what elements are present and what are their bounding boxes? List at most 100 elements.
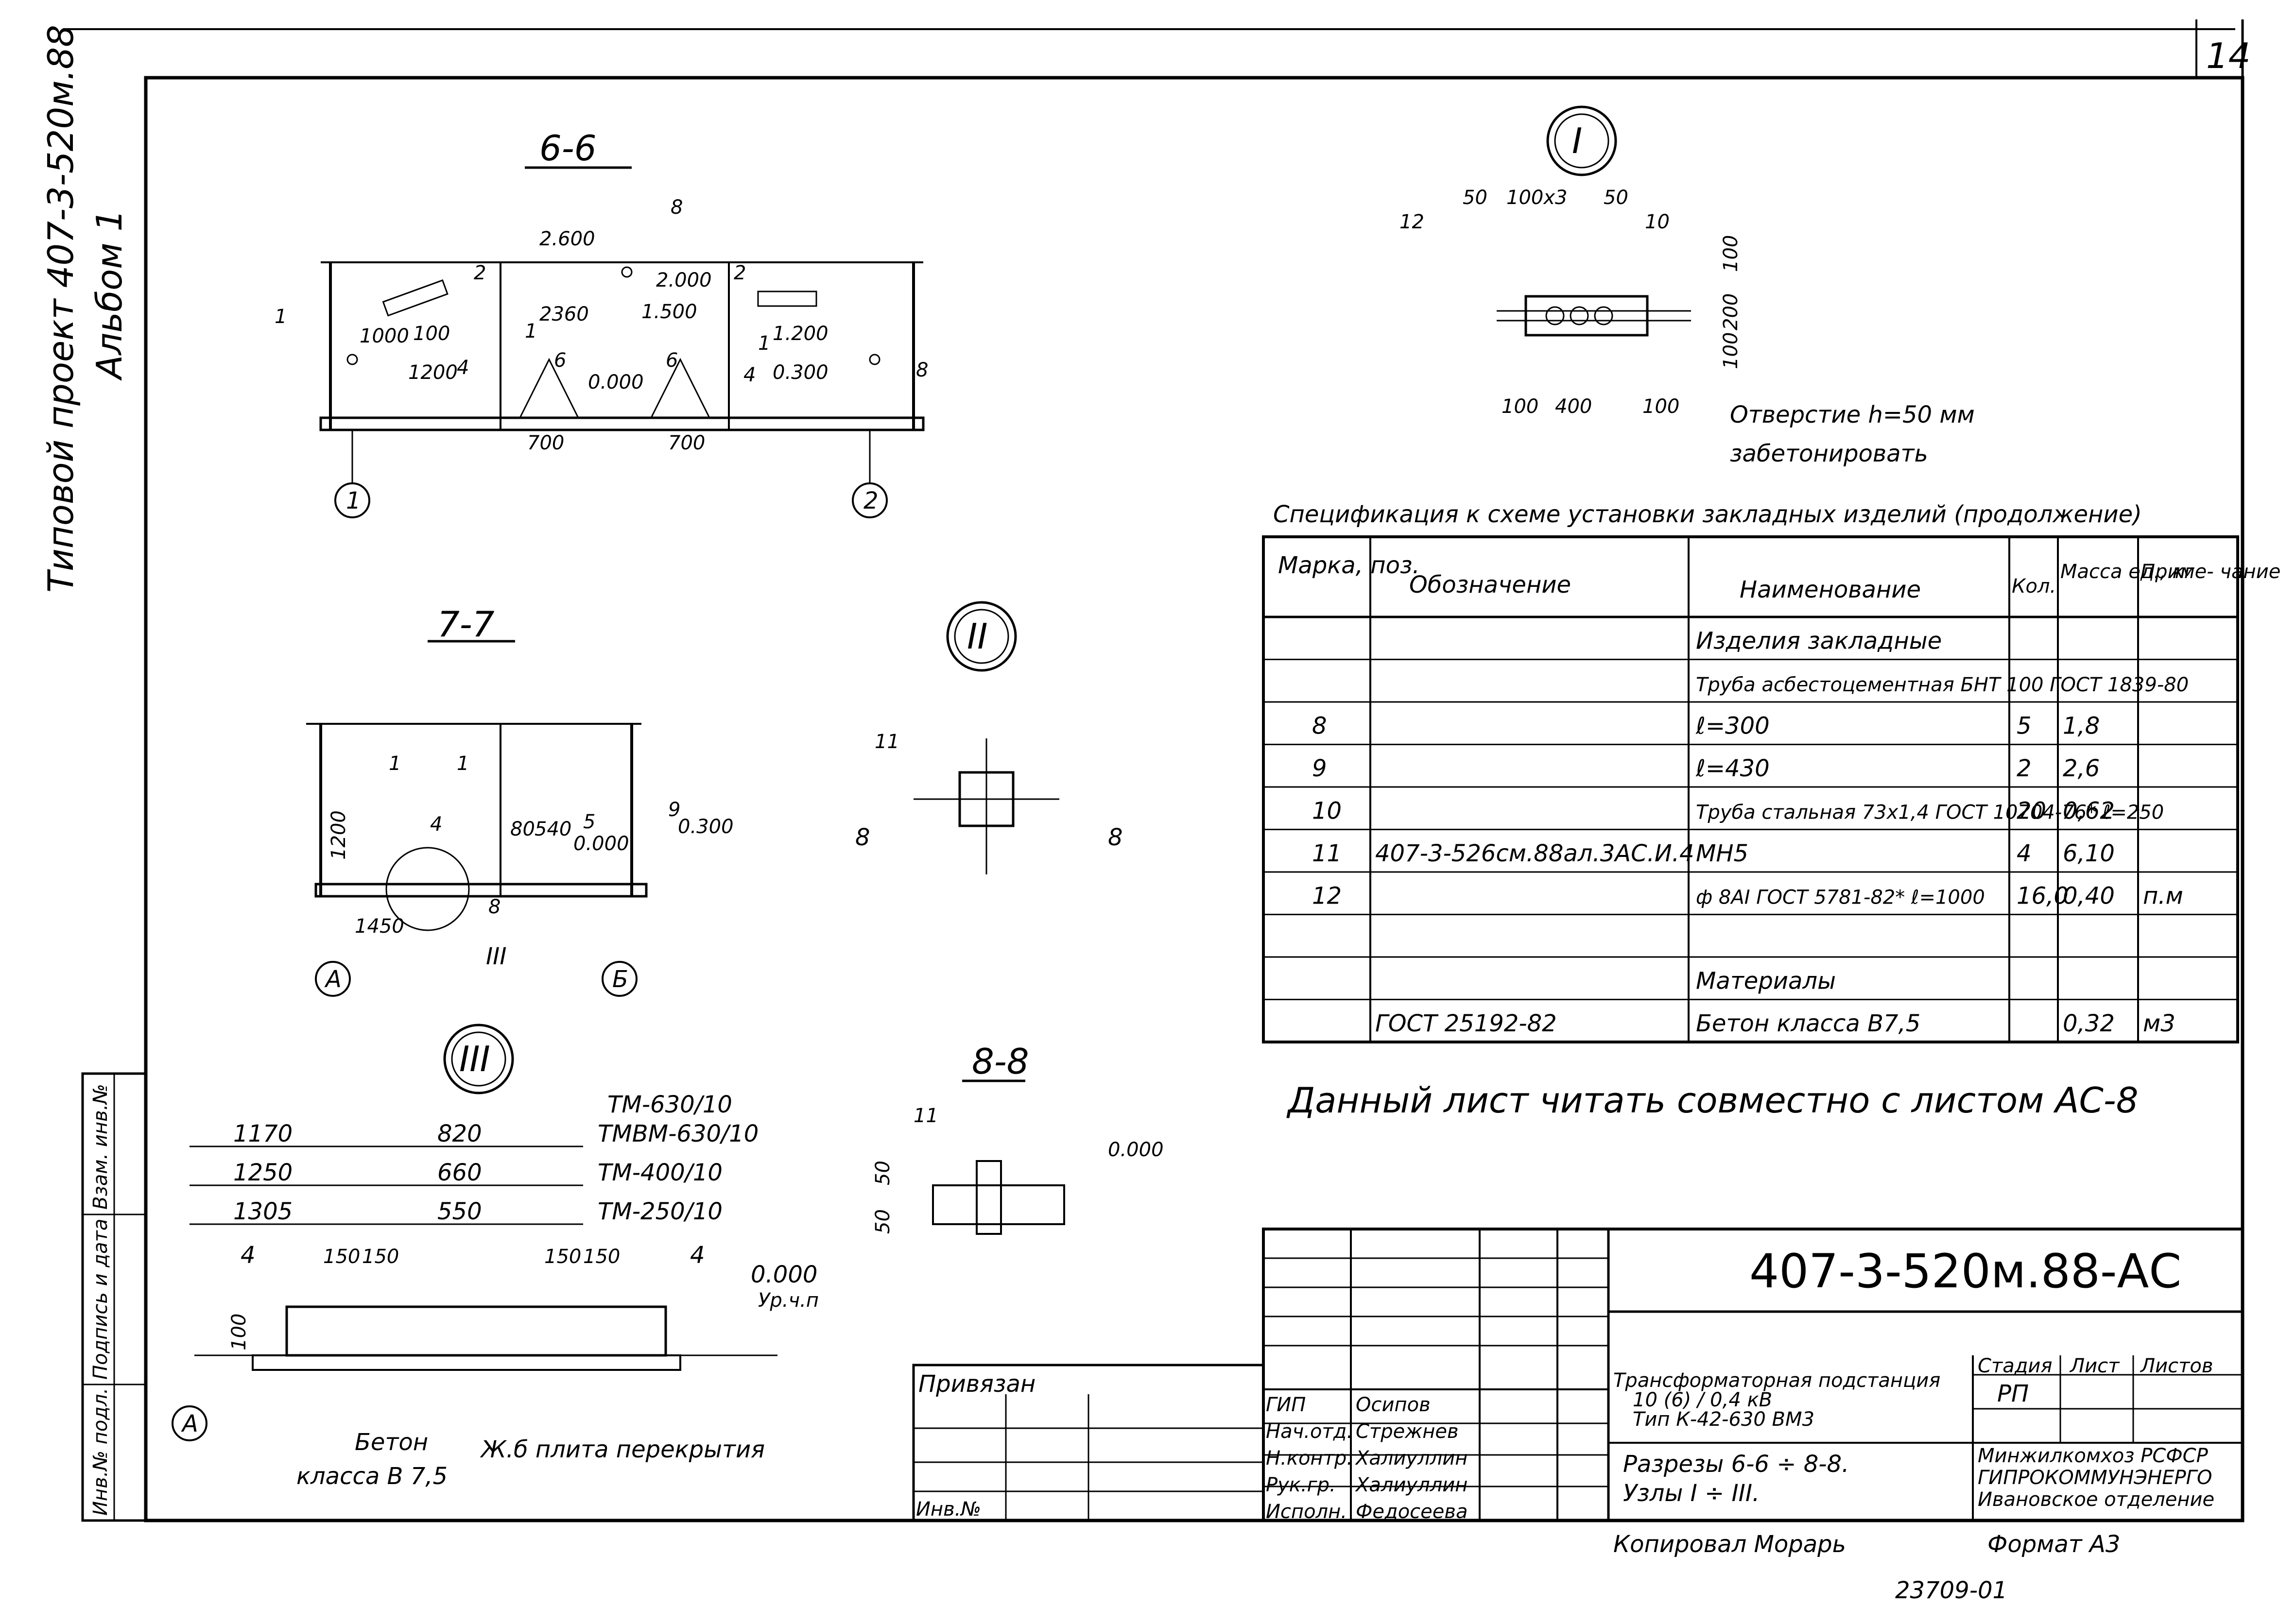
pos-8a: 8 [671, 196, 683, 219]
axis-B: Б [612, 966, 628, 993]
pos-2a: 2 [474, 262, 486, 284]
node-III-ref: III [486, 943, 506, 970]
dim-2360: 2360 [539, 303, 589, 325]
axis-A: А [324, 966, 342, 993]
pos-8b: 8 [916, 359, 928, 381]
section-8-8-dim-a: 50 [872, 1161, 894, 1185]
node-I-dim-bot-a: 100 [1502, 395, 1538, 418]
pos-1-77b: 1 [457, 752, 469, 775]
node-I-note2: забетонировать [1730, 440, 1928, 467]
spec-cell-r9-c1: ГОСТ 25192-82 [1375, 1010, 1557, 1037]
section-6-6: 6-6 2.600 2.000 1.500 1.200 0.300 0.000 … [275, 128, 928, 518]
spec-cell-r6-c2: ф 8АI ГОСТ 5781-82* ℓ=1000 [1696, 887, 1985, 909]
tb-role-3: Рук.гр. [1266, 1474, 1336, 1496]
spec-cell-r6-c4: 0,40 [2063, 883, 2115, 910]
mark-0300-77: 0.300 [678, 816, 734, 838]
node-III-concrete2: класса В 7,5 [296, 1463, 448, 1490]
spec-cell-r6-c3: 16,0 [2017, 883, 2069, 910]
sheet-note: Данный лист читать совместно с листом АС… [1286, 1080, 2139, 1121]
object-line2: 10 (6) / 0,4 кВ [1633, 1389, 1772, 1411]
dim-80: 80 [510, 818, 535, 840]
node-I-pos-10: 10 [1645, 211, 1670, 233]
node-III: III ТМ-630/10 ТМВМ-630/10 ТМ-400/10 ТМ-2… [172, 1024, 819, 1490]
spec-cell-r5-c4: 6,10 [2063, 840, 2115, 867]
node-II-cut-right: 8 [1108, 824, 1123, 851]
node-III-type-3: ТМ-400/10 [598, 1159, 723, 1186]
node-III-pos-4b: 4 [690, 1242, 705, 1269]
node-II: II 11 8 8 [855, 601, 1123, 874]
node-I-dim-top-b: 100x3 [1506, 187, 1567, 209]
pos-1a: 1 [275, 306, 287, 328]
node-III-dim-150d: 150 [583, 1246, 620, 1268]
stage-header: Стадия [1978, 1355, 2052, 1377]
spec-cell-r4-c2: Труба стальная 73х1,4 ГОСТ 10704-76* ℓ=2… [1696, 802, 2164, 824]
pos-6b: 6 [666, 349, 678, 372]
tb-role-4: Исполн. [1266, 1501, 1347, 1523]
spec-header-mass: Масса ед., кг [2060, 561, 2195, 583]
spec-cell-r4-c4: 0,62 [2063, 798, 2115, 825]
sheet-name1: Разрезы 6-6 ÷ 8-8. [1623, 1451, 1849, 1478]
section-7-7-title: 7-7 [437, 604, 495, 645]
org-line3: Ивановское отделение [1978, 1488, 2214, 1511]
dim-1000: 1000 [360, 325, 409, 347]
node-III-row2-a: 1250 [233, 1159, 293, 1186]
section-7-7: 7-7 0.300 0.000 1450 1200 540 80 1 1 4 5… [306, 604, 734, 997]
node-I-dim-bot-c: 100 [1642, 395, 1679, 418]
mark-0300: 0.300 [773, 361, 829, 384]
pos-1b: 1 [525, 320, 537, 342]
node-III-row3-b: 550 [437, 1198, 482, 1225]
dim-1200-77: 1200 [328, 810, 350, 860]
spec-header-name: Наименование [1740, 576, 1921, 603]
spec-cell-r3-c2: ℓ=430 [1695, 755, 1770, 782]
drawing-code: 407-3-520м.88-АС [1749, 1244, 2181, 1298]
spec-cell-r8-c2: Материалы [1696, 968, 1836, 995]
dim-1200: 1200 [408, 361, 458, 384]
attached-label: Привязан [918, 1370, 1036, 1398]
node-I-pos-12: 12 [1399, 211, 1424, 233]
stamp-inv: Инв.№ подл. [89, 1388, 112, 1516]
spec-header-note: Приме- чание [2141, 561, 2280, 583]
org-line2: ГИПРОКОММУНЭНЕРГО [1978, 1467, 2212, 1489]
section-8-8-title: 8-8 [972, 1041, 1029, 1082]
node-III-mark-note: Ур.ч.п [758, 1289, 819, 1312]
spec-cell-r6-c0: 12 [1312, 883, 1342, 910]
axis-2: 2 [863, 487, 879, 514]
node-II-title: II [967, 616, 987, 657]
node-I-note1: Отверстие h=50 мм [1730, 401, 1975, 428]
section-8-8: 8-8 0.000 50 50 11 [872, 1041, 1164, 1235]
pos-6a: 6 [554, 349, 566, 372]
spec-cell-r2-c3: 5 [2017, 713, 2032, 740]
object-line1: Трансформаторная подстанция [1613, 1369, 1940, 1392]
spec-cell-r5-c1: 407-3-526см.88ал.3АС.И.4 [1375, 840, 1694, 867]
node-III-slab: Ж.б плита перекрытия [480, 1436, 765, 1463]
node-III-mark: 0.000 [751, 1261, 817, 1288]
tb-name-2: Халиуллин [1355, 1447, 1467, 1469]
list-header: Лист [2069, 1355, 2120, 1377]
object-line3: Тип К-42-630 ВМ3 [1633, 1408, 1814, 1431]
tb-name-3: Халиуллин [1355, 1474, 1467, 1496]
node-I-dim-bot-b: 400 [1555, 395, 1592, 418]
pos-4b: 4 [743, 364, 756, 386]
tb-role-1: Нач.отд. [1266, 1420, 1353, 1443]
spec-cell-r0-c2: Изделия закладные [1696, 628, 1942, 655]
mark-2600: 2.600 [539, 228, 595, 250]
node-III-dim-100: 100 [228, 1314, 250, 1350]
spec-header-mark: Марка, поз. [1278, 552, 1420, 579]
sheet-frame [144, 76, 2244, 1522]
node-I-dim-side-c: 100 [1720, 332, 1742, 369]
pos-5-77: 5 [583, 811, 595, 833]
node-III-dim-150b: 150 [362, 1246, 399, 1268]
node-III-type-4: ТМ-250/10 [598, 1198, 723, 1225]
dim-540: 540 [535, 818, 571, 840]
node-I-dim-top-c: 50 [1604, 187, 1628, 209]
node-III-row2-b: 660 [437, 1159, 482, 1186]
node-III-dim-150c: 150 [544, 1246, 581, 1268]
mark-0000-77: 0.000 [573, 833, 629, 855]
mark-0000: 0.000 [588, 371, 644, 393]
tb-name-1: Стрежнев [1356, 1420, 1459, 1443]
node-III-callout [385, 847, 470, 931]
lists-header: Листов [2140, 1355, 2213, 1377]
node-I-dim-side-b: 200 [1720, 293, 1742, 330]
